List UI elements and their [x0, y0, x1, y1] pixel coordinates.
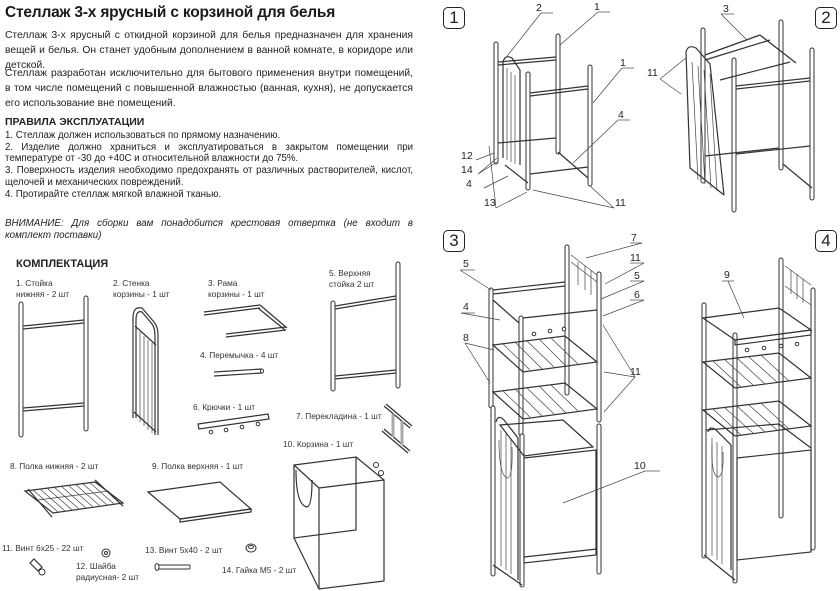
callout: 11 — [615, 197, 626, 209]
callout: 12 — [461, 150, 473, 162]
part-drawing-screw-5x40 — [154, 563, 191, 571]
rule-item: 4. Протирайте стеллаж мягкой влажной тка… — [5, 188, 222, 200]
part-label-8: 8. Полка нижняя - 2 шт — [10, 461, 99, 471]
step-2-drawing — [685, 19, 815, 213]
callout: 7 — [631, 232, 637, 244]
callout: 14 — [461, 164, 473, 176]
part-drawing-radial-washer — [101, 548, 111, 558]
step-3-drawing — [488, 244, 602, 588]
part-label-9: 9. Полка верхняя - 1 шт — [152, 461, 244, 471]
step-1-drawing — [493, 33, 593, 191]
rule-item: 2. Изделие должно храниться и эксплуатир… — [5, 141, 413, 165]
callout: 4 — [618, 109, 624, 121]
callout: 2 — [536, 2, 542, 14]
rules-list: 1. Стеллаж должен использоваться по прям… — [5, 130, 413, 200]
step-4-callout-lines — [722, 280, 745, 319]
part-drawing-upper-shelf — [146, 481, 253, 523]
callout: 1 — [594, 1, 600, 13]
callout: 4 — [463, 301, 469, 313]
part-drawing-basket — [293, 456, 385, 590]
callout: 1 — [620, 57, 626, 69]
step-badge-4: 4 — [815, 230, 837, 252]
callout: 10 — [634, 460, 646, 472]
callout: 5 — [634, 270, 640, 282]
part-label-11: 11. Винт 6х25 - 22 шт — [2, 543, 84, 553]
part-drawing-screw-6x25 — [29, 558, 46, 576]
part-drawing-jumper — [213, 368, 264, 377]
step-4-drawing — [701, 257, 816, 584]
callout: 9 — [724, 269, 730, 281]
callout: 11 — [630, 252, 641, 264]
part-label-4: 4. Перемычка - 4 шт — [200, 350, 279, 360]
part-label-10: 10. Корзина - 1 шт — [283, 439, 354, 449]
step-1-callout-lines — [475, 11, 634, 209]
rule-item: 1. Стеллаж должен использоваться по прям… — [5, 130, 281, 141]
part-label-13: 13. Винт 5х40 - 2 шт — [145, 545, 223, 555]
step-2-callout-lines — [659, 13, 748, 95]
callout: 13 — [484, 197, 496, 209]
part-label-7: 7. Перекладина - 1 шт — [296, 411, 382, 421]
rule-item: 3. Поверхность изделия необходимо предох… — [5, 165, 413, 188]
callout: 3 — [723, 3, 729, 15]
part-drawing-nut-m5 — [245, 543, 257, 553]
part-drawing-lower-shelf — [23, 479, 125, 518]
part-drawing-hooks — [197, 413, 270, 435]
step-3-callout-lines — [459, 242, 660, 504]
part-drawing-basket-frame — [203, 304, 288, 338]
part-drawing-upper-post — [330, 261, 401, 392]
intro-paragraph-1: Стеллаж 3-х ярусный с откидной корзиной … — [5, 30, 413, 71]
step-badge-1: 1 — [443, 7, 465, 29]
part-drawing-lower-post — [18, 295, 89, 438]
warning-note: ВНИМАНИЕ: Для сборки вам понадобится кре… — [5, 218, 413, 241]
callout: 8 — [463, 332, 469, 344]
callout: 11 — [630, 366, 641, 378]
callout: 6 — [634, 289, 640, 301]
part-label-14: 14. Гайка М5 - 2 шт — [222, 565, 297, 575]
callout: 4 — [466, 178, 472, 190]
callout: 11 — [647, 67, 658, 79]
callout: 5 — [463, 258, 469, 270]
part-drawing-crossbar — [381, 403, 413, 454]
step-badge-3: 3 — [443, 230, 465, 252]
intro-paragraph-2: Стеллаж разработан исключительно для быт… — [5, 68, 413, 109]
part-label-6: 6. Крючки - 1 шт — [193, 402, 256, 412]
part-drawing-basket-wall — [132, 307, 159, 435]
rules-heading: ПРАВИЛА ЭКСПЛУАТАЦИИ — [5, 116, 145, 128]
step-badge-2: 2 — [815, 7, 837, 29]
document-title: Стеллаж 3-х ярусный с корзиной для белья — [5, 4, 336, 21]
kit-heading: КОМПЛЕКТАЦИЯ — [16, 258, 109, 270]
